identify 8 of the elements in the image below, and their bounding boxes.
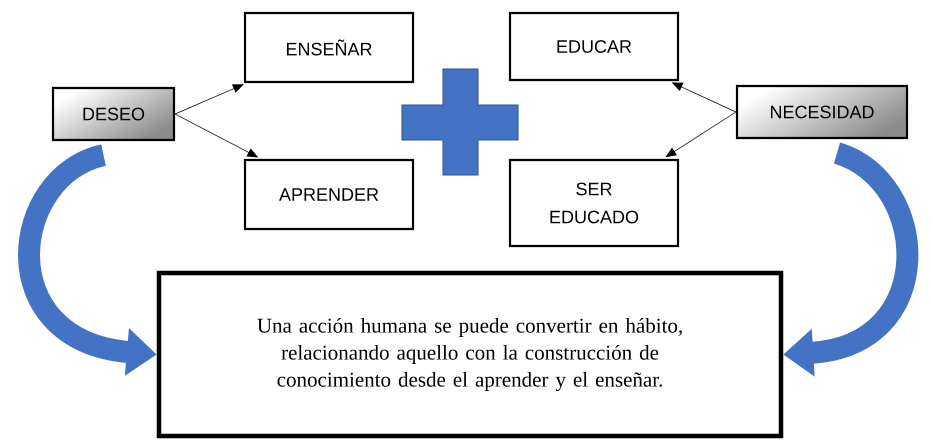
statement-box: Una acción humana se puede convertir en hábito, relacionando aquello con la construcción de conocimiento desde el aprender y el enseñar. [156, 270, 784, 438]
plus-sign [402, 68, 518, 176]
label-box: NECESIDAD [736, 84, 908, 140]
concept-box: SER EDUCADO [508, 158, 680, 248]
concept-box: APRENDER [244, 158, 414, 230]
label-box: DESEO [52, 86, 176, 142]
concept-box: ENSEÑAR [244, 12, 414, 84]
concept-box: EDUCAR [508, 12, 680, 82]
